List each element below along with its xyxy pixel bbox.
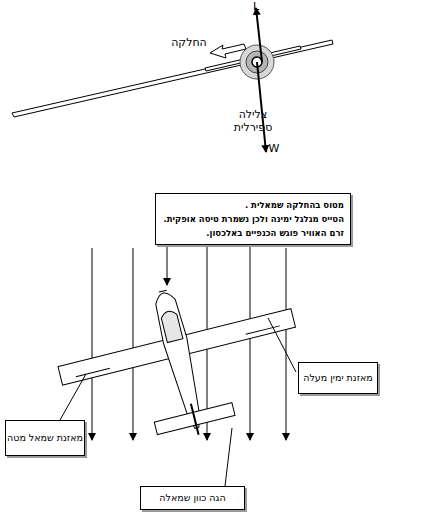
note-box: מטוס בהחלקה שמאלית .הטייס מגלגל ימינה ול… <box>155 193 351 245</box>
diagram-label: החלקה <box>166 36 212 49</box>
box-text: זרם האוויר פוגש הכנפיים באלכסון. <box>156 226 350 240</box>
callout-box: הגה כוון שמאלה <box>140 486 245 510</box>
weight-vector <box>257 62 266 152</box>
box-text: מאזנת שמאל מטה <box>6 432 84 444</box>
diagram-label: W <box>266 142 282 155</box>
diagram-label: צלילה ספירלית <box>222 108 284 134</box>
box-text: הטייס מגלגל ימינה ולכן נשמרת טיסה אופקית… <box>156 212 350 226</box>
top-view-aircraft <box>46 262 315 464</box>
box-text: מאזנת ימין מעלה <box>299 372 377 384</box>
box-text: מטוס בהחלקה שמאלית . <box>156 198 350 212</box>
leader-lines <box>60 318 296 486</box>
box-text: הגה כוון שמאלה <box>141 492 244 504</box>
front-view-aircraft <box>12 40 333 117</box>
callout-box: מאזנת שמאל מטה <box>5 420 85 456</box>
slip-arrow <box>210 44 246 58</box>
lift-vector <box>256 8 262 62</box>
diagram-label: L <box>248 0 264 13</box>
callout-box: מאזנת ימין מעלה <box>298 362 378 394</box>
